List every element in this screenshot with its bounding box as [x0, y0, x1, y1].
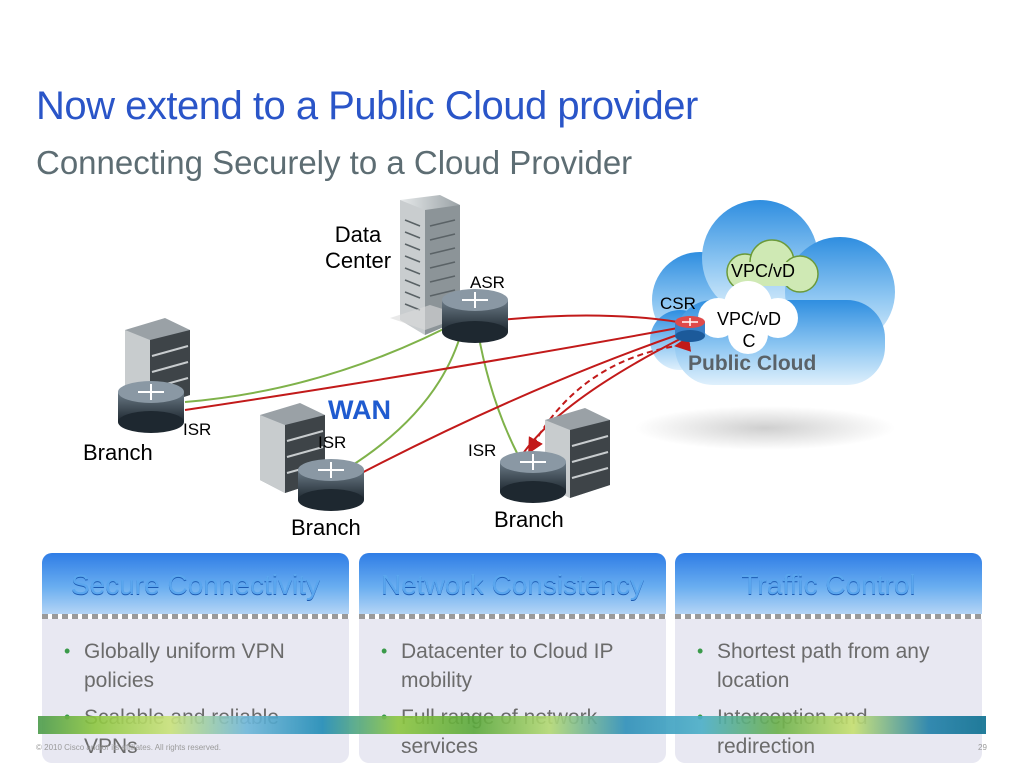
card-bullet-list: Shortest path from any location Intercep… — [697, 637, 970, 763]
branch-right-isr-label: ISR — [468, 441, 497, 460]
card-header — [359, 553, 666, 615]
datacenter-label: Data Center — [325, 222, 392, 273]
link-red-asr-csr — [499, 314, 679, 323]
links — [184, 314, 692, 479]
page-number: 29 — [978, 743, 987, 752]
branch-right-label: Branch — [494, 507, 564, 532]
card-title: Traffic Control — [741, 569, 916, 600]
asr-label: ASR — [470, 273, 505, 292]
branch-left-isr-label: ISR — [183, 420, 212, 439]
vpc-front-label: VPC/vD C — [716, 309, 781, 351]
csr-label: CSR — [660, 294, 696, 313]
link-green-branch-mid — [347, 329, 463, 469]
copyright-text: © 2010 Cisco and/or its affiliates. All … — [36, 743, 221, 752]
wan-label: WAN — [328, 395, 391, 425]
vpc-back-icon — [726, 239, 819, 293]
link-red-branch-left — [184, 327, 679, 411]
public-cloud-label: Public Cloud — [688, 352, 817, 375]
csr-router-icon — [675, 316, 705, 342]
branch-right-router-icon — [500, 451, 566, 503]
card-header — [42, 553, 349, 615]
branch-mid-label: Branch — [291, 515, 361, 540]
card-divider — [675, 614, 982, 619]
footer-color-bar — [38, 716, 986, 734]
vpc-front-icon — [698, 281, 798, 354]
card-divider — [359, 614, 666, 619]
card-divider — [42, 614, 349, 619]
link-redirect-dashed — [528, 335, 692, 455]
branch-left-router-icon — [118, 381, 184, 433]
branch-left-label: Branch — [83, 440, 153, 465]
card-title: Network Consistency — [381, 569, 644, 600]
branch-mid-isr-label: ISR — [318, 433, 347, 452]
link-green-branch-left — [184, 317, 466, 403]
branch-mid-router-icon — [298, 459, 364, 511]
card-bullet: Datacenter to Cloud IP mobility — [381, 637, 654, 695]
slide-subtitle: Connecting Securely to a Cloud Provider — [36, 144, 633, 181]
card-header — [675, 553, 982, 615]
vpc-back-label: VPC/vD — [731, 261, 796, 281]
cloud-shadow — [635, 406, 895, 450]
network-diagram — [118, 195, 895, 511]
card-title: Secure Connectivity — [70, 569, 320, 600]
card-bullet-list: Datacenter to Cloud IP mobility Full ran… — [381, 637, 654, 763]
card-bullet: Globally uniform VPN policies — [64, 637, 337, 695]
slide-title: Now extend to a Public Cloud provider — [36, 84, 698, 128]
asr-router-icon — [442, 289, 508, 343]
card-bullet: Shortest path from any location — [697, 637, 970, 695]
link-green-branch-right — [477, 331, 519, 456]
